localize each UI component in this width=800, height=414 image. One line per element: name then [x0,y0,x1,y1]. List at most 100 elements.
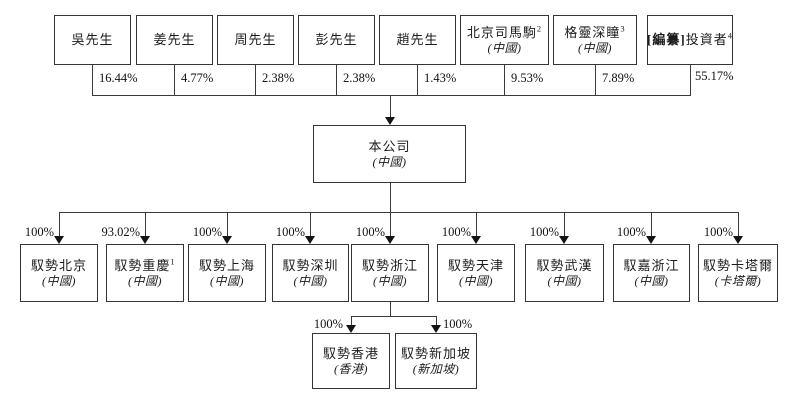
subsidiary-box-5: 馭勢浙江 (中國) [351,244,429,302]
subsubsidiary-box-2: 馭勢新加坡 (新加坡) [395,333,477,389]
connector [390,212,392,236]
ownership-pct: 100% [192,225,222,239]
entity-name: 馭嘉浙江 [623,257,680,273]
down-arrow [646,236,656,244]
connector [564,212,566,236]
subsidiary-box-9: 馭勢卡塔爾 (卡塔爾) [698,244,778,302]
entity-name: 姜先生 [153,32,196,47]
connector [59,212,739,214]
entity-name: 馭勢深圳 [282,257,339,273]
entity-location: (中國) [578,40,612,55]
entity-name: 馭勢上海 [198,257,255,273]
ownership-pct: 9.53% [511,71,544,85]
ownership-pct: 2.38% [262,71,295,85]
down-arrow [385,117,395,125]
subsidiary-box-8: 馭嘉浙江 (中國) [613,244,690,302]
shareholder-box-6: 北京司馬駒2 (中國) [460,15,549,65]
entity-location: (中國) [293,273,328,288]
entity-location: (香港) [334,361,368,376]
connector [476,212,478,236]
entity-name: 馭勢重慶1 [114,256,176,273]
ownership-pct: 100% [313,317,343,331]
subsidiary-box-3: 馭勢上海 (中國) [188,244,266,302]
shareholder-box-3: 周先生 [217,15,294,65]
entity-name: 馭勢武漢 [536,257,593,273]
entity-location: (中國) [373,273,407,288]
shareholder-box-2: 姜先生 [136,15,213,65]
ownership-pct: 100% [616,225,646,239]
entity-location: (中國) [372,154,407,169]
shareholder-box-1: 吳先生 [54,15,131,65]
entity-location: (中國) [210,273,244,288]
entity-name: 馭勢香港 [322,345,379,361]
connector [390,95,392,117]
ownership-pct: 100% [275,225,305,239]
entity-location: (新加坡) [412,361,460,376]
entity-location: (中國) [547,273,582,288]
connector [651,212,653,236]
ownership-pct: 100% [529,225,559,239]
ownership-pct: 100% [355,225,385,239]
entity-name: 周先生 [234,32,277,47]
connector [351,316,353,325]
subsubsidiary-box-1: 馭勢香港 (香港) [312,333,390,389]
entity-location: (中國) [487,40,522,55]
ownership-pct: 16.44% [99,71,138,85]
connector [227,212,229,236]
entity-name: 北京司馬駒2 [466,23,543,40]
subsidiary-box-7: 馭勢武漢 (中國) [525,244,604,302]
connector [92,95,691,97]
connector [145,212,147,236]
connector [504,65,506,95]
subsidiary-box-1: 馭勢北京 (中國) [20,244,98,302]
connector [336,65,338,95]
connector [390,183,392,212]
connector [174,65,176,95]
connector [351,316,437,318]
connector [417,65,419,95]
entity-name: 本公司 [368,138,411,154]
connector [436,316,438,325]
down-arrow [385,236,395,244]
entity-name: 馭勢新加坡 [400,345,471,361]
ownership-pct: 100% [443,317,473,331]
subsidiary-box-6: 馭勢天津 (中國) [437,244,515,302]
ownership-pct: 4.77% [181,71,214,85]
down-arrow [559,236,569,244]
ownership-pct: 100% [441,225,471,239]
connector [310,212,312,236]
down-arrow [222,236,232,244]
ownership-pct: 7.89% [602,71,635,85]
subsidiary-box-4: 馭勢深圳 (中國) [272,244,349,302]
entity-name: 趙先生 [396,32,439,47]
connector [690,65,692,95]
entity-name: 馭勢浙江 [361,257,418,273]
down-arrow [733,236,743,244]
connector [92,65,94,95]
entity-name: 馭勢卡塔爾 [702,257,773,273]
down-arrow [54,236,64,244]
entity-name: 馭勢北京 [30,257,87,273]
entity-location: (中國) [634,273,669,288]
entity-name: [編纂]投資者4 [647,30,733,47]
connector [255,65,257,95]
down-arrow [346,325,356,333]
down-arrow [305,236,315,244]
down-arrow [431,325,441,333]
subsidiary-box-2: 馭勢重慶1 (中國) [106,244,184,302]
down-arrow [140,236,150,244]
shareholder-box-5: 趙先生 [379,15,456,65]
ownership-pct: 100% [24,225,54,239]
entity-name: 馭勢天津 [447,257,504,273]
ownership-pct: 100% [703,225,733,239]
connector [595,65,597,95]
shareholder-box-4: 彭先生 [298,15,375,65]
down-arrow [471,236,481,244]
entity-name: 吳先生 [71,32,114,47]
entity-location: (中國) [128,273,162,288]
connector [390,302,392,316]
ownership-pct: 93.02% [101,225,140,239]
entity-name: 格靈深瞳3 [564,23,626,40]
ownership-pct: 55.17% [695,69,734,83]
